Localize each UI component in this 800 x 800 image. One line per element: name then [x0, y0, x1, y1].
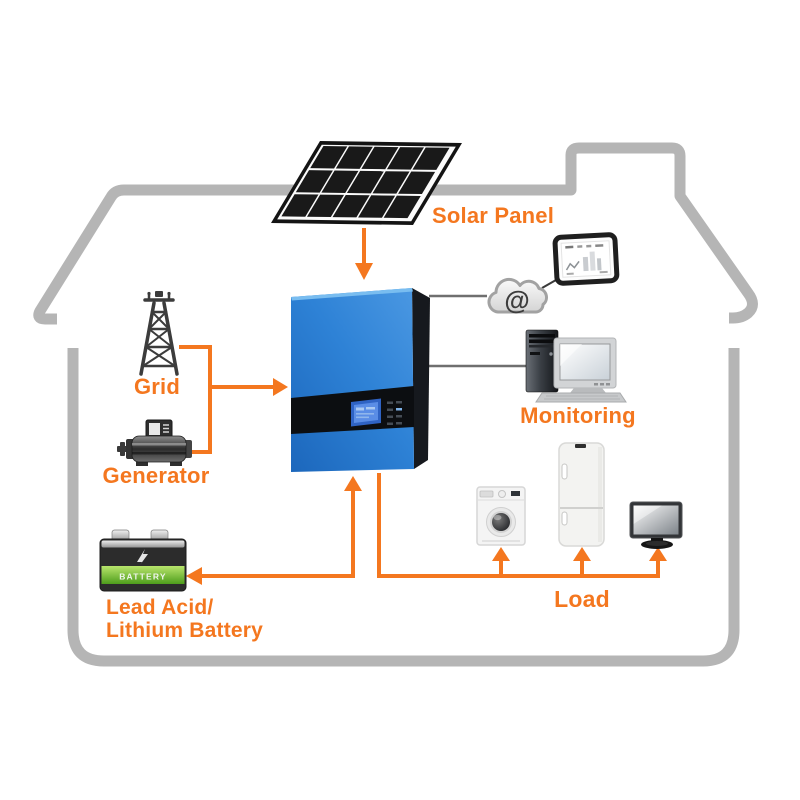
- at-symbol: @: [504, 285, 529, 315]
- desktop-computer-icon: [525, 329, 627, 403]
- hybrid-inverter-icon: [291, 288, 430, 472]
- solar-panel-label: Solar Panel: [432, 203, 555, 228]
- arrow-down-into-inverter: [355, 263, 373, 280]
- computer-tower: [525, 329, 559, 393]
- grid-label: Grid: [133, 374, 181, 399]
- internet-cloud-icon: @: [487, 277, 548, 315]
- lcd-glyphs: [356, 407, 375, 419]
- arrowheads: [186, 263, 667, 585]
- arrow-to-tv: [649, 547, 667, 561]
- tv-icon: [629, 501, 683, 549]
- battery-badge: BATTERY: [119, 572, 167, 582]
- inverter-buttons: [387, 401, 402, 425]
- roof-outline: [33, 142, 758, 325]
- battery-icon: BATTERY: [99, 529, 187, 592]
- grid-generator-bus: [179, 345, 212, 454]
- tablet-chart: [565, 244, 608, 276]
- battery-label-line1: Lead Acid/: [106, 596, 214, 619]
- battery-label: Lead Acid/ Lithium Battery: [106, 596, 264, 642]
- monitor-stand: [570, 388, 606, 393]
- lightning-bolt: [137, 549, 148, 565]
- load-line: [377, 473, 660, 578]
- battery-line: [202, 491, 355, 578]
- washing-machine-icon: [476, 486, 526, 546]
- keyboard: [535, 392, 627, 403]
- arrow-up-into-inverter: [344, 476, 362, 491]
- walls-outline: [67, 348, 740, 667]
- power-flow-connectors: [179, 228, 660, 578]
- transmission-tower-icon: [139, 291, 179, 376]
- battery-label-line2: Lithium Battery: [106, 618, 264, 642]
- refrigerator-icon: [558, 442, 605, 547]
- arrow-to-fridge: [573, 547, 591, 561]
- inverter-side: [412, 288, 430, 469]
- inverter-top-edge: [291, 288, 413, 301]
- arrow-into-inverter-left: [273, 378, 288, 396]
- inverter-front: [291, 288, 414, 472]
- lcd-screen-inner: [354, 402, 378, 423]
- arrow-into-battery: [186, 567, 202, 585]
- monitoring-label: Monitoring: [520, 403, 636, 428]
- house-outline: [33, 142, 758, 667]
- load-label: Load: [554, 586, 610, 612]
- generator-icon: [117, 419, 192, 466]
- generator-label: Generator: [102, 463, 210, 488]
- solar-panel-icon: [271, 141, 462, 225]
- arrow-to-washer: [492, 547, 510, 561]
- tablet-icon: [552, 231, 621, 288]
